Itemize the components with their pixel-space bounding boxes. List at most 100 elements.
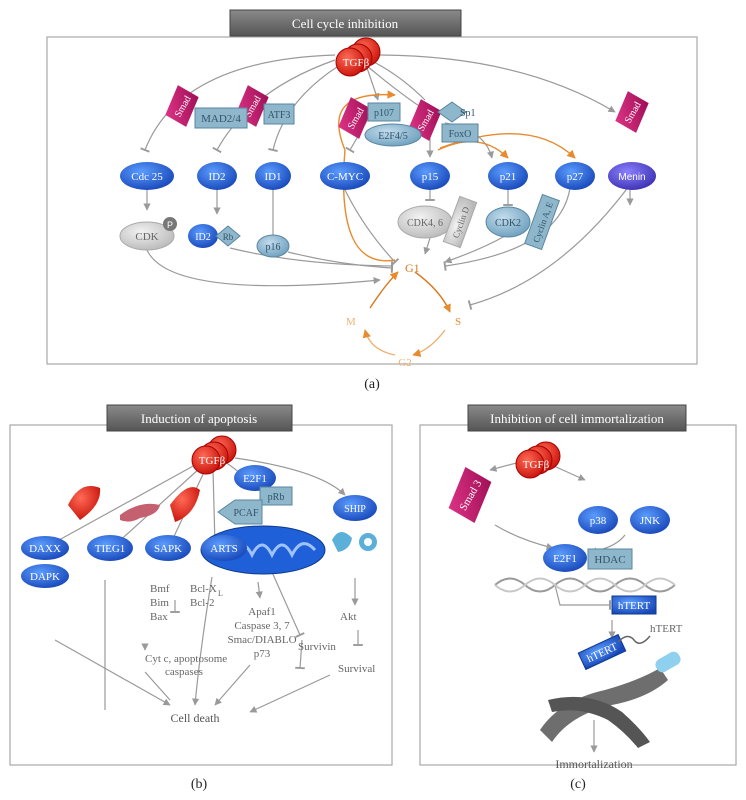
foxo-box: FoxO — [441, 123, 479, 143]
g2-label: G2 — [398, 357, 411, 369]
tgf-node-a: TGFβ — [335, 37, 381, 77]
membrane-protein-icon — [332, 531, 377, 552]
g1-label: G1 — [405, 261, 420, 275]
p73-label: p73 — [254, 648, 271, 660]
svg-text:SAPK: SAPK — [154, 543, 182, 555]
cell-cycle-ring — [362, 271, 451, 357]
svg-text:ARTS: ARTS — [210, 543, 237, 555]
menin-node: Menin — [608, 162, 656, 190]
smad3-shape: Smad 3 — [448, 466, 492, 524]
svg-text:C-MYC: C-MYC — [327, 171, 363, 183]
svg-text:p21: p21 — [500, 171, 517, 183]
svg-text:DAPK: DAPK — [30, 571, 60, 583]
ship-node: SHIP — [333, 495, 377, 521]
panel-c: Inhibition of cell immortalization TGFβ … — [419, 404, 737, 792]
svg-text:p15: p15 — [422, 171, 439, 183]
sapk-node: SAPK — [145, 535, 191, 561]
caspase37-label: Caspase 3, 7 — [234, 620, 290, 632]
kidney-organ-icon — [170, 487, 200, 522]
cmyc-node: C-MYC — [320, 162, 370, 190]
e2f45-ellipse: E2F4/5 — [364, 123, 422, 147]
svg-text:Sp1: Sp1 — [460, 108, 476, 119]
p27-node: p27 — [555, 162, 595, 190]
svg-text:pRb: pRb — [268, 492, 285, 503]
s-label: S — [455, 316, 461, 328]
p16-node: p16 — [256, 234, 290, 258]
prb-box: pRb — [259, 486, 293, 506]
svg-text:HDAC: HDAC — [594, 554, 625, 566]
panel-a: Cell cycle inhibition — [46, 9, 698, 392]
id2-node: ID2 — [197, 162, 237, 190]
svg-text:E2F4/5: E2F4/5 — [378, 131, 407, 142]
tgf-node-b: TGFβ — [191, 435, 237, 475]
panel-b-frame — [9, 424, 393, 766]
panel-c-edges — [489, 461, 626, 753]
akt-label: Akt — [340, 611, 357, 623]
panel-b-header: Induction of apoptosis — [141, 411, 257, 426]
svg-text:p38: p38 — [590, 515, 607, 527]
svg-text:ID2: ID2 — [208, 171, 225, 183]
jnk-node: JNK — [630, 506, 670, 534]
svg-text:Rb: Rb — [223, 232, 234, 242]
bcl-family-text: Bmf Bim Bax Bcl-X L Bcl-2 Cyt c, apoptos… — [145, 583, 227, 678]
svg-text:PCAF: PCAF — [233, 508, 258, 519]
svg-text:FoxO: FoxO — [449, 129, 472, 140]
bim-label: Bim — [150, 597, 169, 609]
svg-text:Menin: Menin — [618, 172, 645, 183]
sp1-diamond: Sp1 — [437, 101, 476, 123]
svg-text:hTERT: hTERT — [618, 600, 651, 612]
immortalization-label: Immortalization — [555, 757, 632, 771]
bax-label: Bax — [150, 611, 168, 623]
svg-text:CDK4, 6: CDK4, 6 — [407, 218, 443, 229]
svg-text:p107: p107 — [374, 108, 394, 119]
svg-text:ID1: ID1 — [264, 171, 281, 183]
htert-rna-label: hTERT — [650, 623, 683, 635]
panel-b-header-box — [106, 404, 293, 432]
svg-text:DAXX: DAXX — [29, 543, 61, 555]
bclxl-label: Bcl-X — [190, 583, 217, 595]
cdc25-node: Cdc 25 — [120, 162, 174, 190]
cyclin-d-box: Cyclin D — [442, 195, 478, 249]
svg-text:E2F1: E2F1 — [553, 553, 577, 565]
svg-text:JNK: JNK — [640, 515, 660, 527]
dna-helix-icon — [494, 577, 676, 593]
svg-text:SHIP: SHIP — [344, 504, 366, 515]
p107-box: p107 — [367, 102, 401, 122]
smad-shape-a5: Smad — [615, 91, 649, 133]
daxx-node: DAXX — [21, 536, 69, 560]
smad-shape-a3: Smad — [338, 97, 372, 139]
panel-c-header-box — [467, 404, 687, 432]
panel-a-header-box — [229, 9, 462, 37]
cytc-label: Cyt c, apoptosome — [145, 653, 227, 665]
arts-node: ARTS — [201, 535, 247, 561]
bclxl-sub: L — [218, 589, 223, 598]
cdk-node: CDK P — [119, 217, 177, 251]
panel-a-header: Cell cycle inhibition — [292, 16, 399, 31]
hdac-box: HDAC — [587, 548, 633, 570]
svg-text:MAD2/4: MAD2/4 — [201, 113, 241, 125]
panel-a-caption: (a) — [364, 377, 380, 392]
smac-label: Smac/DIABLO — [227, 634, 296, 646]
tgf-node-c: TGFβ — [515, 441, 561, 479]
pancreas-icon — [120, 503, 160, 522]
svg-text:p27: p27 — [567, 171, 584, 183]
caspases-label: caspases — [165, 666, 203, 678]
panel-c-header: Inhibition of cell immortalization — [490, 411, 664, 426]
htert-rna-strand — [617, 635, 651, 644]
cdk46-node: CDK4, 6 — [397, 205, 453, 239]
dapk-node: DAPK — [21, 564, 69, 588]
panel-a-frame — [46, 36, 698, 365]
survivin-label: Survivin — [298, 641, 336, 653]
liver-icon — [68, 486, 101, 520]
svg-text:TIEG1: TIEG1 — [95, 543, 126, 555]
htert-gene-box: hTERT — [611, 595, 657, 615]
p15-node: p15 — [410, 162, 450, 190]
id2-rb-complex: ID2 Rb — [188, 224, 241, 248]
chromosome-icon — [540, 651, 681, 748]
svg-text:TGFβ: TGFβ — [343, 57, 370, 69]
m-label: M — [346, 316, 356, 328]
svg-text:p16: p16 — [266, 242, 281, 253]
svg-text:E2F1: E2F1 — [243, 473, 267, 485]
svg-text:CDK2: CDK2 — [495, 218, 521, 229]
